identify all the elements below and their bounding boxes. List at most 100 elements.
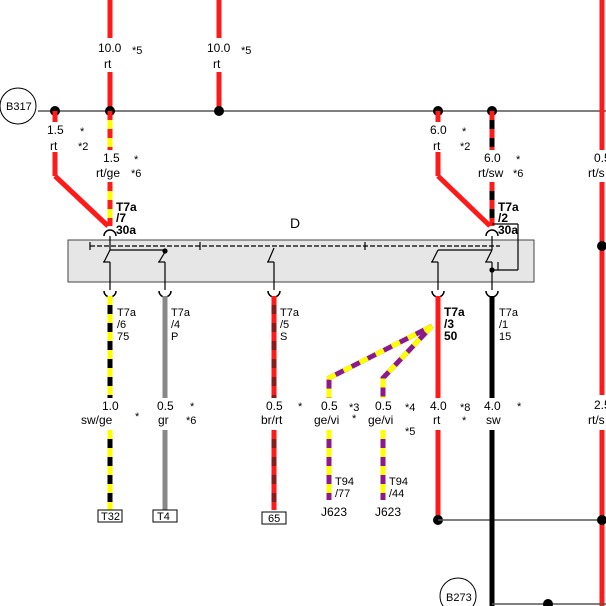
wire-gauge: 2.5 (594, 398, 606, 412)
terminal-65: 65 (261, 511, 287, 525)
component-label: D (290, 215, 300, 231)
wire-ge-vi-2: 0.5 ge/vi *4 *5 (368, 324, 434, 500)
wire-gauge: 1.5 (47, 123, 64, 137)
wire-color: br/rt (261, 413, 283, 427)
wire-color: rt (433, 413, 441, 427)
pin-connector: T7a (117, 307, 137, 319)
node-label: B273 (446, 592, 472, 604)
node-b273: B273 (439, 577, 477, 606)
wire-gauge: 6.0 (430, 123, 447, 137)
top-pin-7: T7a /7 30a (116, 200, 137, 237)
wire-note: *4 (405, 402, 415, 414)
wire-left-branch: 1.5 rt * *2 (47, 111, 110, 228)
wire-gauge: 4.0 (430, 399, 447, 413)
pin-number: /1 (499, 319, 508, 331)
node-b317: B317 (0, 87, 37, 125)
pin-terminal: 15 (499, 331, 511, 343)
terminal-label: T32 (101, 511, 120, 523)
pin-number: /7 (116, 211, 126, 225)
wire-note: *6 (131, 168, 141, 180)
wire-gauge: 10.0 (207, 41, 231, 55)
right-edge-wire: 0.5 rt/s 2.5 rt/s (588, 0, 606, 606)
bottom-pin-5: T7a /5 S (280, 307, 300, 343)
connector-t94-44: T94 /44 J623 (375, 476, 408, 519)
wire-note: * (517, 401, 522, 413)
bottom-pin-3: T7a /3 50 (444, 305, 465, 343)
wire-color: ge/vi (368, 413, 393, 427)
pin-number: /2 (498, 211, 508, 225)
pin-connector: T7a (499, 307, 519, 319)
pin-connector: T7a (171, 307, 191, 319)
wire-note: *5 (241, 45, 251, 57)
wire-br-rt: 0.5 br/rt * (261, 296, 303, 510)
terminal-label: 65 (268, 513, 280, 525)
wire-color: sw/ge (81, 413, 113, 427)
wire-gauge: 0.5 (266, 399, 283, 413)
wire-rt-ge: 1.5 rt/ge * *6 (96, 111, 141, 226)
connector-pin: /77 (335, 488, 350, 500)
wire-note: *3 (349, 402, 359, 414)
wire-rt-4: 4.0 rt *8 * (430, 296, 606, 525)
wire-note: * (135, 411, 140, 423)
connector-t94-77: T94 /77 J623 (321, 476, 354, 519)
top-wire-left: 10.0 rt *5 (98, 0, 142, 110)
wire-gauge: 4.0 (484, 399, 501, 413)
wire-color: rt/sw (478, 166, 504, 180)
bottom-pin-6: T7a /6 75 (117, 307, 137, 343)
wire-right-branch: 6.0 rt * *2 (430, 111, 492, 228)
wire-note: * (462, 415, 467, 427)
wire-color: rt (433, 139, 441, 153)
connector-pin: /44 (389, 488, 404, 500)
wire-gauge: 6.0 (484, 151, 501, 165)
wire-note: * (516, 154, 521, 166)
pin-number: /5 (280, 319, 289, 331)
wire-color: rt (104, 57, 112, 71)
wire-color: rt/s (588, 413, 605, 427)
wire-ge-vi-1: 0.5 ge/vi *3 * (314, 323, 434, 500)
component-d: D (67, 215, 535, 283)
connector-unit: J623 (375, 505, 401, 519)
pin-connector: T7a (444, 305, 465, 319)
wire-rt-sw: 6.0 rt/sw * *6 (478, 111, 523, 226)
wire-color: sw (486, 413, 501, 427)
pin-terminal: P (171, 331, 178, 343)
terminal-t32: T32 (97, 509, 123, 523)
wire-gauge: 0.5 (594, 151, 606, 165)
wire-note: *6 (513, 168, 523, 180)
pin-terminal: 30a (116, 223, 136, 237)
wire-note: * (298, 401, 303, 413)
wire-gauge: 1.0 (102, 399, 119, 413)
connector-name: T94 (335, 476, 354, 488)
wire-color: gr (158, 413, 169, 427)
wire-note: * (462, 126, 467, 138)
wire-gauge: 0.5 (375, 399, 392, 413)
wire-note: * (190, 401, 195, 413)
wire-note: * (80, 126, 85, 138)
connector-name: T94 (389, 476, 408, 488)
top-wire-right: 10.0 rt *5 (207, 0, 251, 110)
pin-terminal: 50 (444, 329, 458, 343)
wire-sw-ge: 1.0 sw/ge * (81, 296, 140, 510)
terminal-label: T4 (157, 511, 170, 523)
pin-number: /3 (444, 317, 454, 331)
pin-terminal: 30a (498, 223, 518, 237)
pin-number: /6 (117, 319, 126, 331)
top-pin-2: T7a /2 30a (498, 200, 519, 237)
wire-note: *5 (132, 45, 142, 57)
wire-note: * (352, 413, 357, 425)
bottom-pin-1: T7a /1 15 (499, 307, 519, 343)
terminal-t4: T4 (152, 509, 178, 523)
wire-color: rt/ge (96, 166, 120, 180)
wire-color: ge/vi (314, 413, 339, 427)
bottom-pin-4: T7a /4 P (171, 307, 191, 343)
wire-color: rt (213, 57, 221, 71)
wire-gauge: 0.5 (321, 399, 338, 413)
pin-terminal: S (280, 331, 287, 343)
node-label: B317 (6, 101, 32, 113)
pin-connector: T7a (280, 307, 300, 319)
wire-gr: 0.5 gr * *6 (157, 296, 196, 510)
supply-bus (38, 106, 606, 116)
wire-note: *8 (460, 402, 470, 414)
wire-note: *2 (460, 141, 470, 153)
